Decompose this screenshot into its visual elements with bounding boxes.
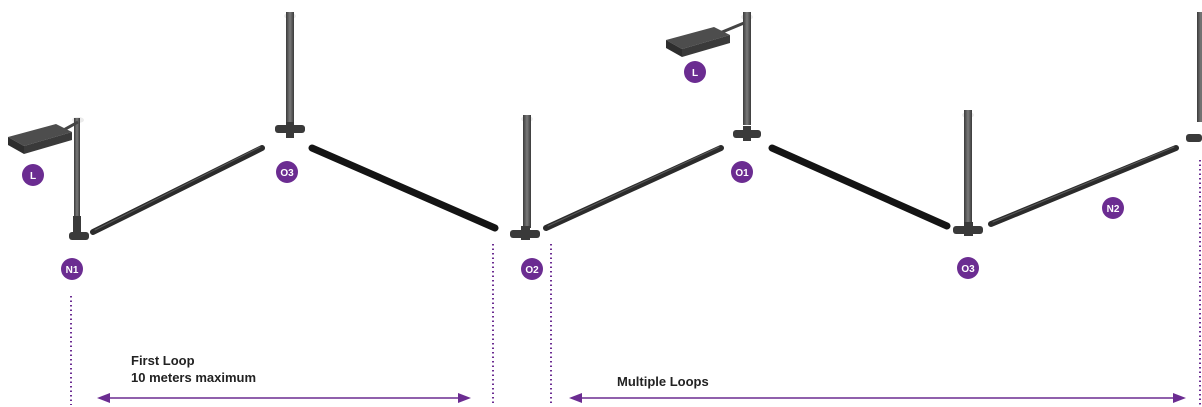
light-bar — [543, 145, 724, 231]
connectors — [69, 122, 1202, 240]
first-loop-limit: 10 meters maximum — [131, 370, 257, 385]
first-loop-title: First Loop — [131, 353, 195, 368]
svg-text:N2: N2 — [1107, 204, 1120, 215]
node-badge-o1: O1 — [731, 161, 753, 183]
light-bars — [90, 144, 1179, 235]
boundary-lines — [70, 160, 1201, 405]
light-bar — [768, 144, 951, 230]
connector — [510, 226, 540, 240]
pendant-rod — [964, 110, 972, 223]
pendant-rod — [1197, 12, 1202, 122]
connector — [1186, 134, 1202, 142]
connector — [733, 126, 761, 141]
svg-text:O3: O3 — [280, 168, 294, 179]
multiple-loops-label: Multiple Loops — [617, 374, 709, 389]
svg-text:O2: O2 — [525, 265, 539, 276]
pendant-rod — [286, 12, 294, 125]
svg-text:L: L — [30, 171, 36, 182]
svg-text:L: L — [692, 68, 698, 79]
node-badge-o2: O2 — [521, 258, 543, 280]
svg-text:O1: O1 — [735, 168, 749, 179]
connector — [69, 216, 89, 240]
pendant-rod — [74, 118, 80, 218]
ceiling-shadows — [72, 13, 974, 123]
node-badge-n2: N2 — [1102, 197, 1124, 219]
svg-text:N1: N1 — [66, 265, 79, 276]
pendant-rod — [743, 12, 751, 125]
driver-box — [666, 21, 745, 57]
multiple-loops-arrow — [569, 393, 1186, 403]
connector — [275, 122, 305, 138]
pendant-rods — [74, 12, 1202, 228]
node-badge-n1: N1 — [61, 258, 83, 280]
node-badge-o3-bottom: O3 — [957, 257, 979, 279]
first-loop-arrow — [97, 393, 471, 403]
node-badge-l-right: L — [684, 61, 706, 83]
light-bar — [308, 144, 499, 232]
driver-box — [8, 120, 79, 154]
node-badge-l-left: L — [22, 164, 44, 186]
pendant-rod — [523, 115, 531, 228]
connector — [953, 222, 983, 236]
light-bar — [90, 145, 265, 235]
light-bar — [988, 145, 1179, 227]
node-badge-o3-top: O3 — [276, 161, 298, 183]
svg-text:O3: O3 — [961, 264, 975, 275]
